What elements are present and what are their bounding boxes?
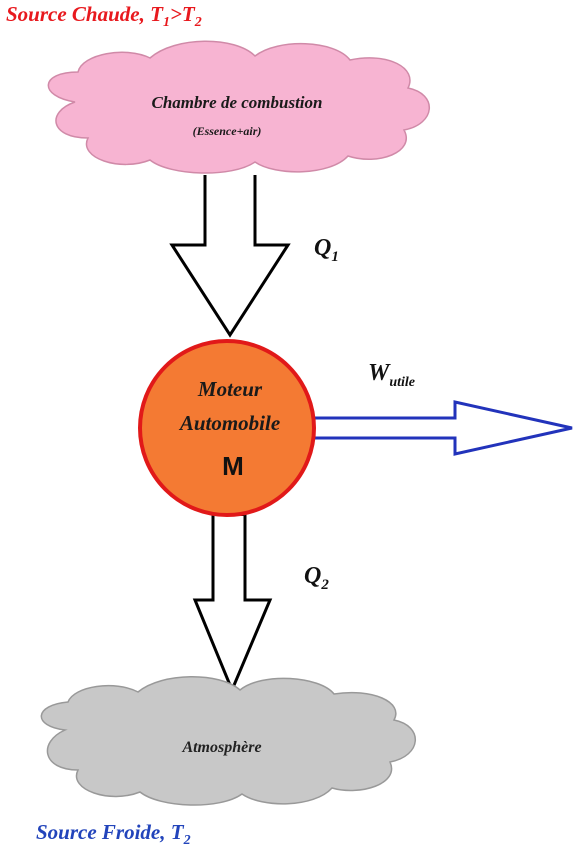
engine-circle <box>138 339 316 517</box>
combustion-cloud-subtitle: (Essence+air) <box>193 124 262 138</box>
atmosphere-label: Atmosphère <box>181 739 261 756</box>
engine-label-line2: Automobile <box>178 411 280 435</box>
hot-source-title: Source Chaude, T1>T2 <box>6 2 202 31</box>
engine-symbol: M <box>222 451 244 481</box>
atmosphere-cloud: Atmosphère <box>40 676 416 806</box>
useful-work-arrow <box>305 400 573 456</box>
cold-source-title: Source Froide, T2 <box>36 820 191 849</box>
heat-out-arrow <box>192 510 273 694</box>
heat-in-arrow <box>169 175 291 338</box>
atmosphere-cloud-shape <box>40 676 416 806</box>
engine-label-line1: Moteur <box>197 377 263 401</box>
combustion-cloud-shape <box>47 40 430 174</box>
combustion-chamber-cloud: Chambre de combustion (Essence+air) <box>47 40 430 174</box>
engine: Moteur Automobile M <box>138 339 316 517</box>
q2-label: Q2 <box>304 563 329 593</box>
work-label: Wutile <box>368 360 415 390</box>
q1-label: Q1 <box>314 235 339 265</box>
combustion-cloud-title: Chambre de combustion <box>152 93 323 112</box>
